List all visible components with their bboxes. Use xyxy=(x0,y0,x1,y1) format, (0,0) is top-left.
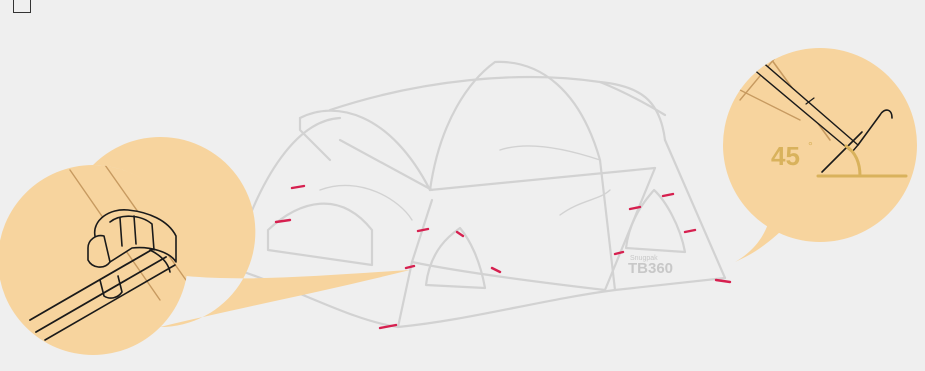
tent-small-label: Snugpak xyxy=(630,255,658,262)
tent-pole-cross xyxy=(330,77,665,140)
left-detail-callout xyxy=(0,137,410,355)
clip-mark xyxy=(418,229,428,231)
tent-brand-label: TB360 xyxy=(628,260,673,277)
clip-mark xyxy=(457,232,463,236)
tent-door xyxy=(268,204,372,265)
clip-mark xyxy=(615,252,623,254)
clip-mark xyxy=(716,280,730,282)
clip-mark xyxy=(663,194,673,196)
clip-mark xyxy=(492,268,500,272)
clip-mark xyxy=(380,325,396,328)
tent-window-left xyxy=(426,228,485,288)
tent-window-right xyxy=(626,190,685,252)
corner-frame xyxy=(13,0,31,13)
angle-label: 45 xyxy=(771,141,800,171)
degree-symbol: ° xyxy=(808,139,813,153)
clip-mark xyxy=(406,266,414,268)
right-detail-callout: 45 ° xyxy=(720,30,917,262)
clip-mark xyxy=(685,230,695,232)
tent-pole-main xyxy=(430,62,615,290)
tent-pole-rear xyxy=(665,140,725,278)
clip-mark xyxy=(292,186,304,188)
